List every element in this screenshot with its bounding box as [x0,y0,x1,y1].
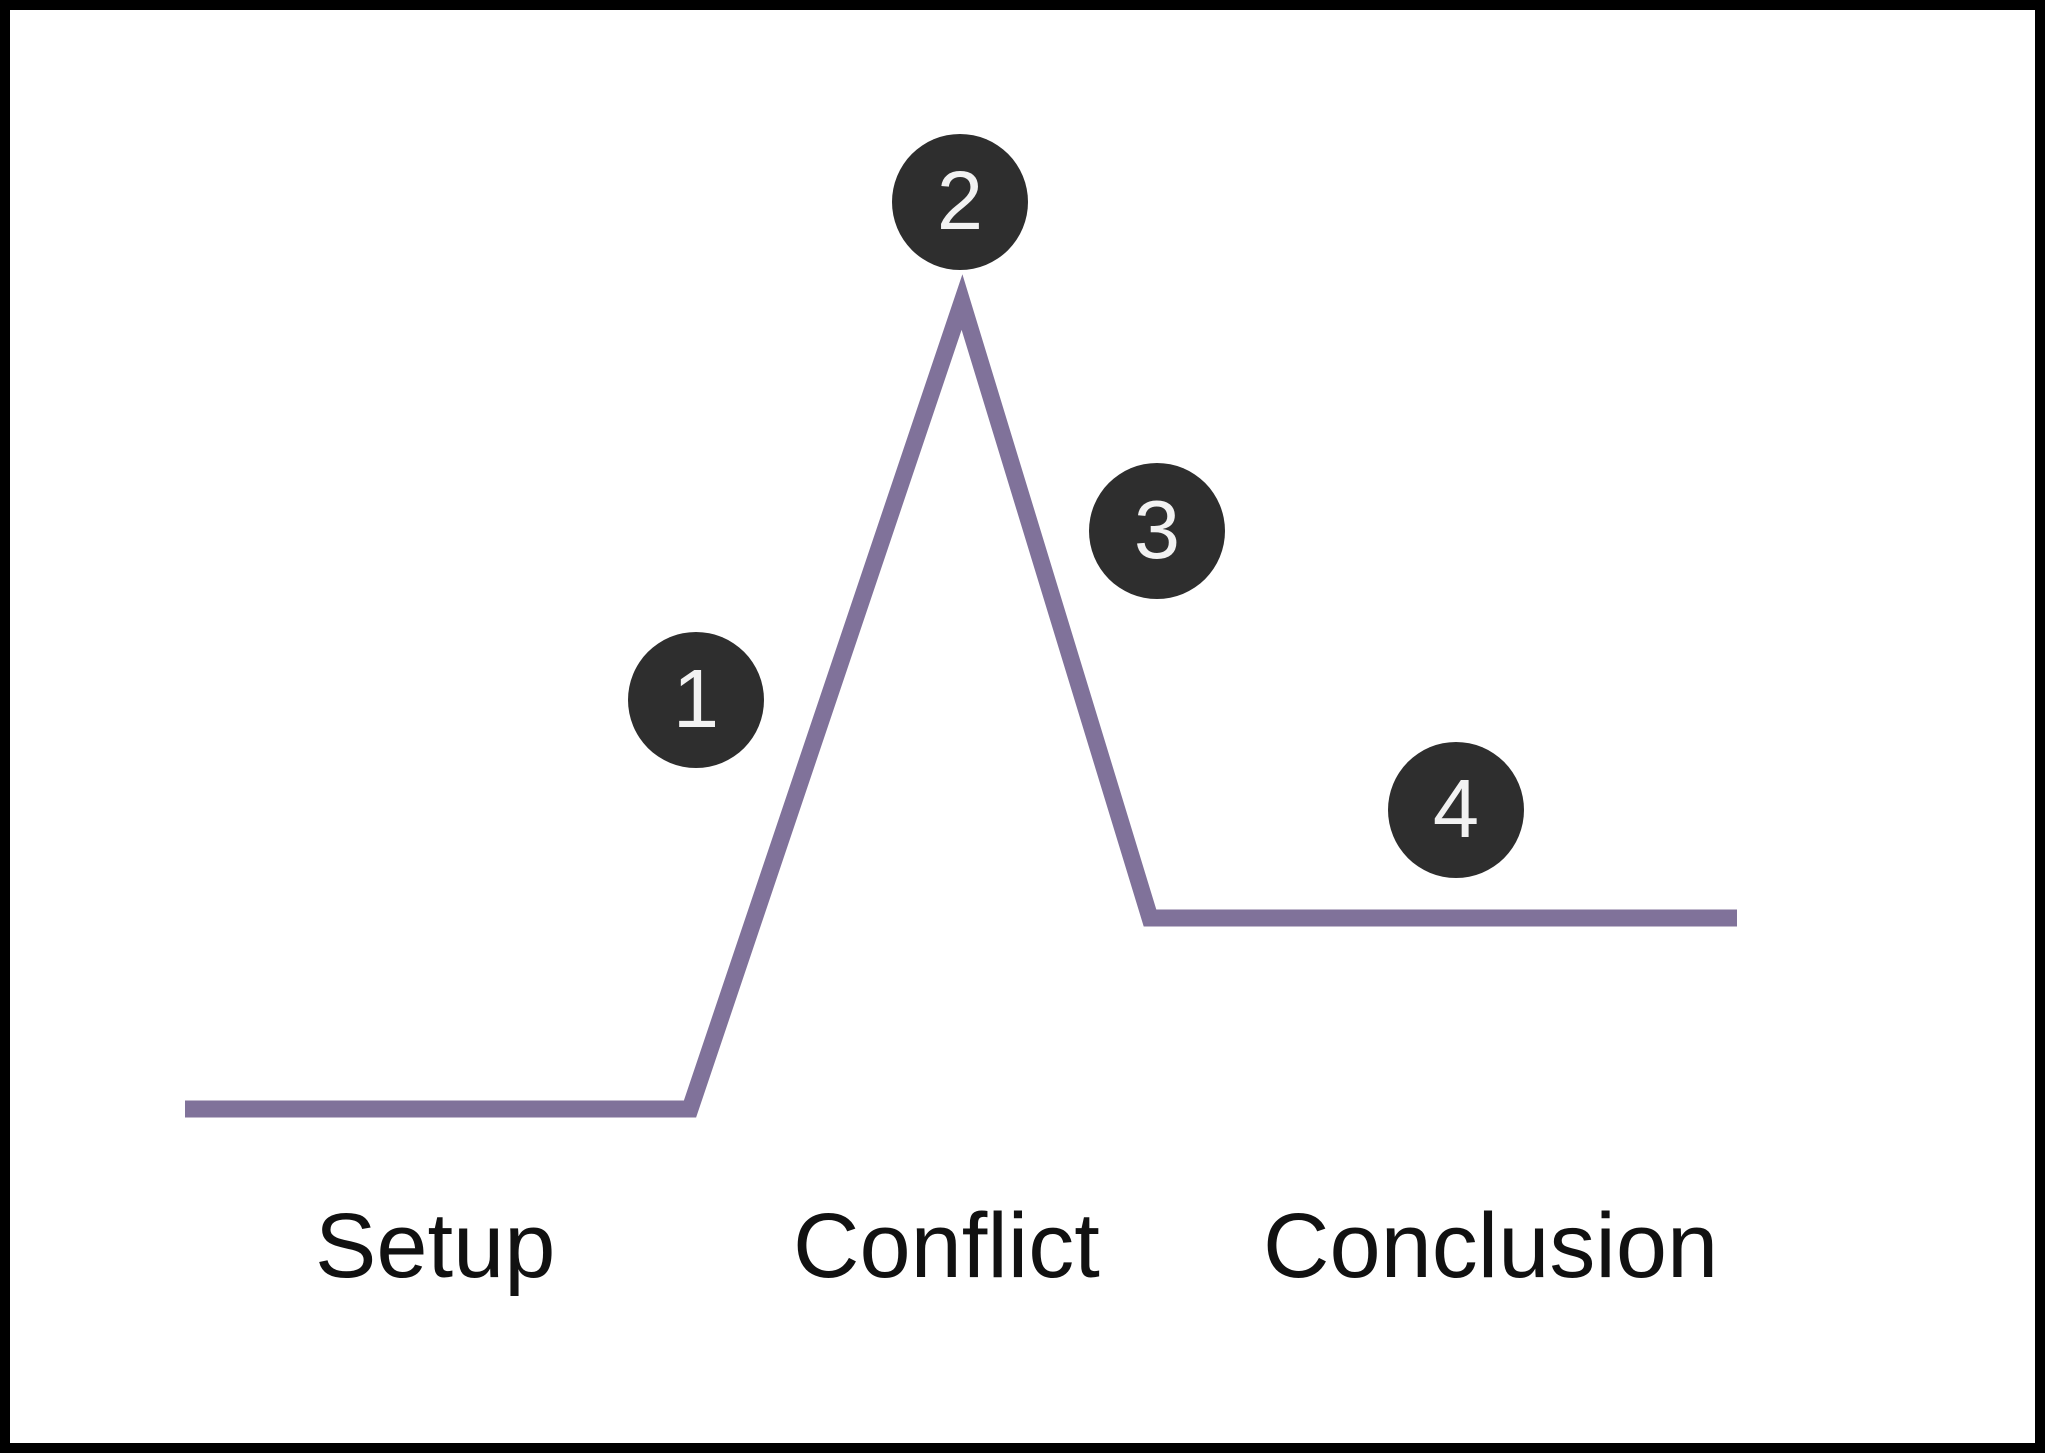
narrative-tension-line [185,274,1737,1118]
step-badge-3[interactable]: 3 [1089,463,1225,599]
stage-label-conflict: Conflict [793,1195,1100,1297]
stage-label-conclusion: Conclusion [1263,1195,1719,1297]
story-arc-line-chart [185,274,1737,1118]
step-badge-2[interactable]: 2 [892,134,1028,270]
step-badge-4[interactable]: 4 [1388,742,1524,878]
step-badge-1[interactable]: 1 [628,632,764,768]
step-badge-number: 4 [1432,761,1480,855]
stage-label-setup: Setup [315,1195,556,1297]
story-arc-plot: Setup Conflict Conclusion 1 2 3 4 [10,10,2035,1443]
step-badge-number: 2 [936,153,984,247]
step-badge-number: 3 [1133,482,1181,576]
step-badge-number: 1 [672,651,720,745]
